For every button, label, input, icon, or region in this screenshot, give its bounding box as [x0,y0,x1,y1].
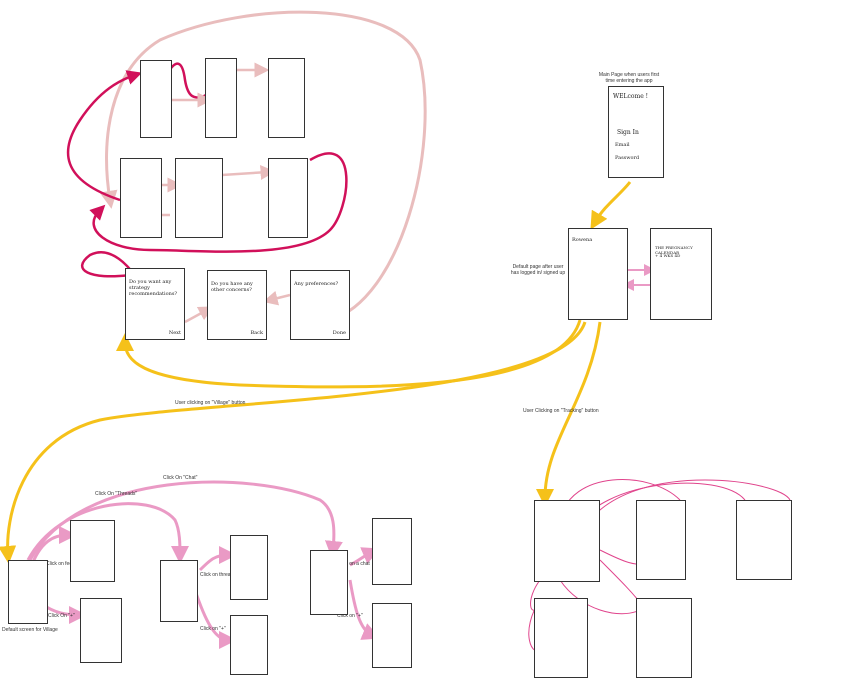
annotation-click-feed: Click on feed [46,561,75,567]
flow-arrow [536,321,602,507]
signin-label: Sign In [617,129,639,136]
annotation-click-plus: Click On "+" [48,613,75,619]
flow-arrow [198,546,237,572]
screen-tracking [534,500,600,582]
loop-arrow [66,70,143,202]
screen-tracking-5 [636,598,692,678]
loop-arrow [89,152,348,253]
screen-home: Rowena [568,228,628,320]
flow-arrow [590,181,632,230]
screen-post [80,598,122,663]
screen-onboard-1 [140,60,172,138]
annotation-click-chat: Click On "Chat" [163,475,198,481]
flow-arrow [348,579,381,640]
screen-detail: THE PREGNANCY CALENDAR + 4 WKS 4D [650,228,712,320]
screen-new-thread [230,615,268,675]
annotation-click-plus-3: Click on "+" [337,613,363,619]
screen-question: Do you want any strategy recommendations… [129,279,178,297]
annotation-default-village: Default screen for Village [2,627,58,633]
flow-arrow [0,321,587,564]
screen-chat [372,518,412,585]
screen-threads [160,560,198,622]
loop-arrow [81,251,144,292]
screen-onboard-5 [175,158,223,238]
screen-onboard-4 [120,158,162,238]
screen-thread [230,535,268,600]
screen-preferences: Any preferences? Done [290,270,350,340]
annotation-click-plus-2: Click on "+" [200,626,226,632]
screen-tracking-4 [534,598,588,678]
screen-onboard-6 [268,158,308,238]
annotation-click-threads: Click On "Threads" [95,491,138,497]
password-label: Password [615,155,640,161]
screen-onboard-3 [268,58,305,138]
annotation-default-page: Default page after user has logged in/ s… [510,264,566,276]
flow-arrow [26,502,189,564]
loop-arrow [99,10,427,322]
done-button[interactable]: Done [332,330,346,336]
screen-concerns: Do you have any other concerns? Back [207,270,267,340]
screen-new-chat [372,603,412,668]
annotation-click-chat-item: Click on a chat [337,561,370,567]
annotation-main-page: Main Page when users first time entering… [598,72,660,84]
screen-question: Do you have any other concerns? [211,281,253,293]
annotation-click-thread: Click on thread [200,572,234,578]
screen-tracking-3 [736,500,792,580]
detail-line2: + 4 WKS 4D [655,253,681,258]
screen-tracking-2 [636,500,686,580]
email-label: Email [615,142,630,148]
screen-chats [310,550,348,615]
back-button[interactable]: Back [250,330,264,336]
flow-arrow [116,319,582,389]
annotation-tracking: User Clicking on "Tracking" button [523,408,599,414]
next-button[interactable]: Next [168,330,181,336]
screen-welcome: WELcome ! Sign In Email Password [608,86,664,178]
screen-village [8,560,48,624]
annotation-village: User clicking on "Village" button [175,400,246,406]
detail-line1: THE PREGNANCY CALENDAR [655,245,693,255]
screen-strategy: Do you want any strategy recommendations… [125,268,185,340]
screen-question: Any preferences? [294,281,339,287]
welcome-title: WELcome ! [613,93,649,100]
screen-feed [70,520,115,582]
screen-onboard-2 [205,58,237,138]
flow-arrow [349,547,381,567]
flow-arrow [193,589,237,649]
home-title: Rowena [572,237,593,243]
